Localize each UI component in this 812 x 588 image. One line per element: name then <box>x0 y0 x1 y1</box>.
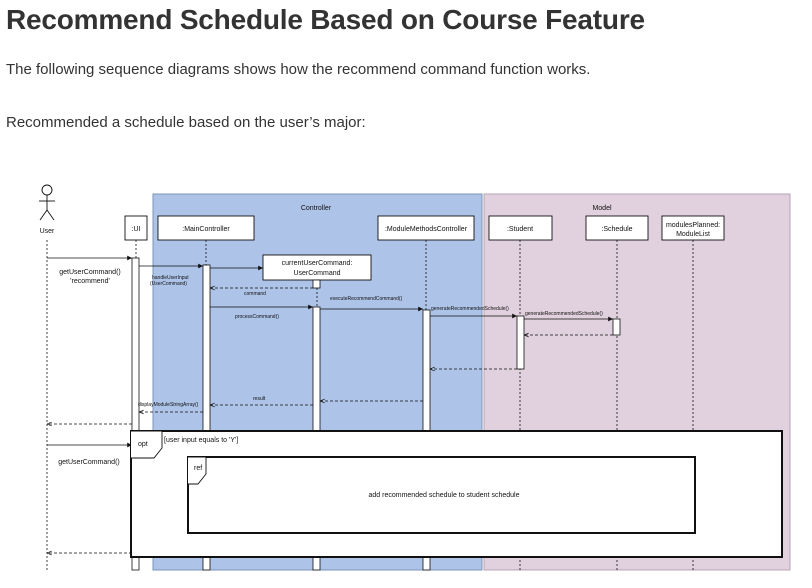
participant-modules-planned-label-2: ModuleList <box>676 231 710 238</box>
user-actor-label: User <box>40 228 55 235</box>
participant-student <box>488 215 553 241</box>
activation-student <box>516 315 525 370</box>
label-result: result <box>253 396 266 402</box>
label-display-module-string-array: displayModuleStringArray() <box>138 402 199 408</box>
label-execute-recommend: executeRecommendCommand() <box>330 296 403 302</box>
label-generate-student: generateRecommendedSchedule() <box>431 306 509 312</box>
intro-paragraph: The following sequence diagrams shows ho… <box>6 61 591 78</box>
participant-schedule-label: :Schedule <box>601 226 632 233</box>
participant-ui-label: :UI <box>132 226 141 233</box>
label-process-command: processCommand() <box>235 314 279 320</box>
activation-schedule <box>612 318 621 336</box>
participant-user-command <box>262 254 372 281</box>
participant-module-methods-controller-label: :ModuleMethodsController <box>385 226 468 233</box>
label-command: command <box>244 291 266 297</box>
opt-fragment-guard: [user input equals to 'Y'] <box>164 437 238 444</box>
activation-main-controller <box>202 264 211 571</box>
label-recommend-arg: 'recommend' <box>70 278 110 285</box>
user-actor <box>39 184 55 221</box>
controller-frame-label: Controller <box>301 205 332 212</box>
participant-main-controller <box>157 215 255 241</box>
model-frame-label: Model <box>592 205 612 212</box>
label-handle-user-input-2: (UserCommand) <box>150 281 187 287</box>
ref-fragment-tab <box>188 456 207 485</box>
activation-user-command-create <box>312 279 321 289</box>
page-title: Recommend Schedule Based on Course Featu… <box>6 4 645 35</box>
participant-student-label: :Student <box>507 226 533 233</box>
label-generate-schedule: generateRecommendedSchedule() <box>525 311 603 317</box>
label-get-user-command-2: getUserCommand() <box>58 459 119 466</box>
label-handle-user-input-1: handleUserInput <box>152 275 189 281</box>
subheading-paragraph: Recommended a schedule based on the user… <box>6 114 366 131</box>
participant-modules-planned-label-1: modulesPlanned: <box>666 222 720 229</box>
ref-fragment <box>187 456 696 534</box>
participant-user-command-label-1: currentUserCommand: <box>282 260 353 267</box>
ref-fragment-keyword: ref <box>194 465 202 472</box>
label-get-user-command: getUserCommand() <box>59 269 120 276</box>
participant-main-controller-label: :MainController <box>182 226 230 233</box>
ref-fragment-text: add recommended schedule to student sche… <box>369 492 520 499</box>
opt-fragment-keyword: opt <box>138 441 148 448</box>
opt-fragment-tab <box>131 430 163 459</box>
participant-user-command-label-2: UserCommand <box>293 270 340 277</box>
participant-schedule <box>585 215 649 241</box>
participant-module-methods-controller <box>377 215 475 241</box>
